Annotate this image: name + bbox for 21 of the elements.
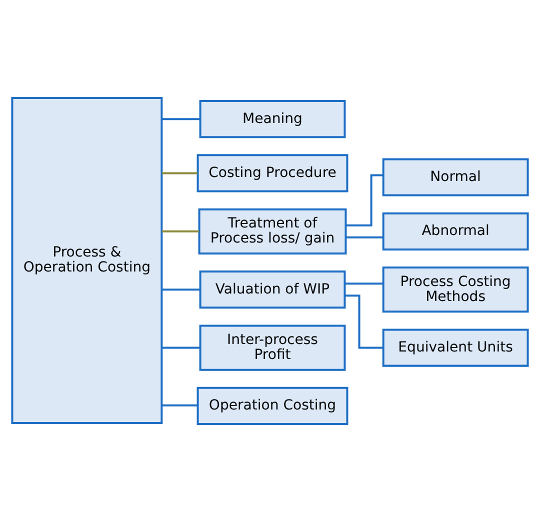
connector <box>162 288 200 290</box>
connector <box>162 118 200 120</box>
node-box: Valuation of WIP <box>199 270 346 308</box>
node-box: Process & Operation Costing <box>11 96 163 424</box>
connector <box>162 346 200 348</box>
node-box: Normal <box>382 158 529 196</box>
connector <box>162 172 198 174</box>
node-box: Costing Procedure <box>196 154 348 192</box>
node-box: Inter-process Profit <box>199 324 346 370</box>
connector <box>346 174 384 226</box>
node-box: Treatment of Process loss/ gain <box>198 208 347 254</box>
connector <box>344 294 384 348</box>
node-box: Abnormal <box>382 212 529 250</box>
node-box: Equivalent Units <box>382 328 529 366</box>
node-box: Meaning <box>199 100 346 138</box>
node-box: Process Costing Methods <box>382 266 529 312</box>
connector <box>346 236 384 238</box>
node-box: Operation Costing <box>196 386 348 424</box>
connector <box>162 404 198 406</box>
connector <box>344 282 384 284</box>
connector <box>162 230 200 232</box>
